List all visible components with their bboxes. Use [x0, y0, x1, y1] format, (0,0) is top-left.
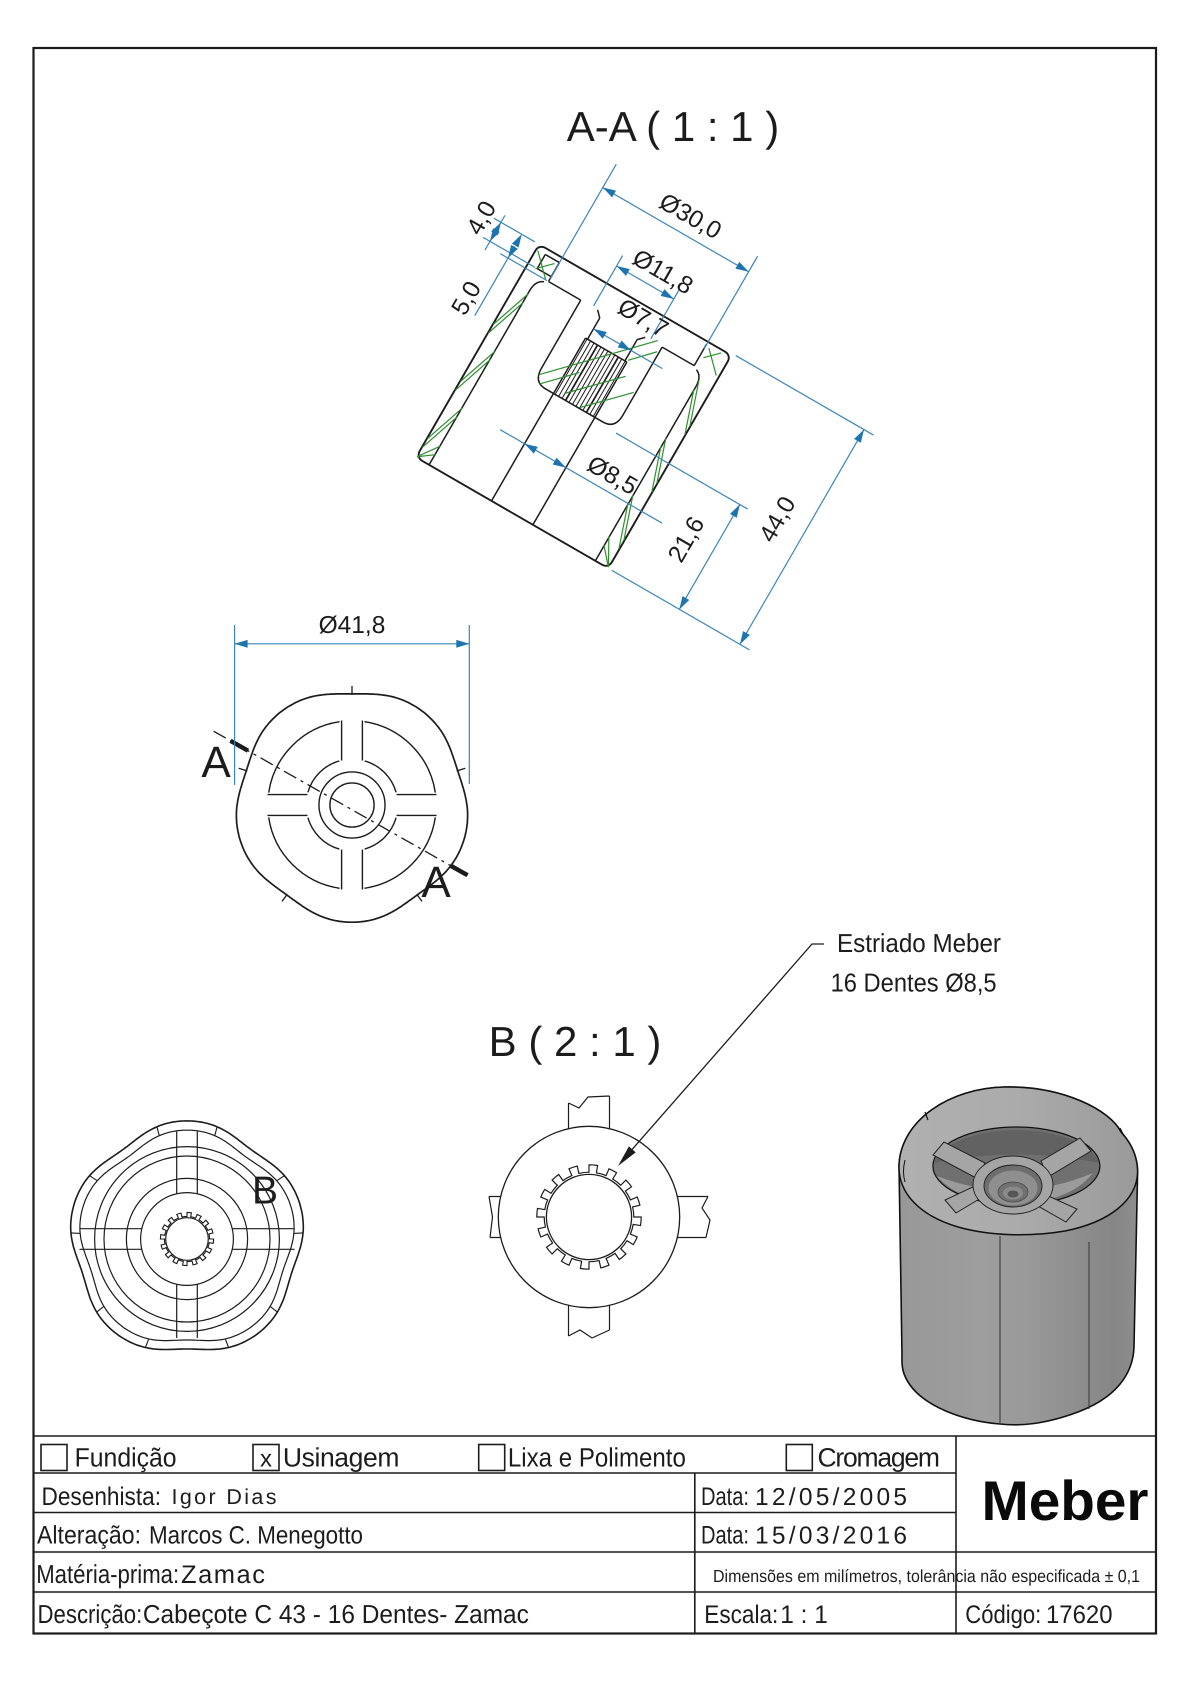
svg-text:Lixa e Polimento: Lixa e Polimento: [508, 1443, 686, 1473]
svg-text:Estriado Meber: Estriado Meber: [837, 928, 1001, 958]
svg-text:Descrição:: Descrição:: [38, 1599, 143, 1629]
svg-text:Desenhista:: Desenhista:: [42, 1483, 162, 1511]
svg-text:Igor Dias: Igor Dias: [172, 1485, 277, 1509]
svg-text:Fundição: Fundição: [75, 1443, 177, 1473]
svg-text:17620: 17620: [1046, 1601, 1113, 1629]
svg-text:Matéria-prima:: Matéria-prima:: [36, 1559, 179, 1589]
svg-text:Código:: Código:: [965, 1601, 1041, 1629]
svg-text:Zamac: Zamac: [181, 1561, 265, 1589]
svg-text:Escala:: Escala:: [704, 1601, 778, 1629]
svg-text:Ø41,8: Ø41,8: [319, 612, 386, 639]
svg-text:A: A: [421, 858, 451, 907]
svg-text:Marcos C. Menegotto: Marcos C. Menegotto: [149, 1522, 363, 1550]
svg-text:A: A: [201, 738, 231, 787]
svg-text:Data:: Data:: [701, 1483, 749, 1511]
svg-text:16 Dentes Ø8,5: 16 Dentes Ø8,5: [831, 968, 997, 998]
svg-text:Usinagem: Usinagem: [283, 1443, 400, 1473]
svg-text:Cromagem: Cromagem: [818, 1443, 941, 1473]
svg-text:A-A ( 1 : 1 ): A-A ( 1 : 1 ): [567, 103, 779, 150]
svg-text:Data:: Data:: [701, 1522, 749, 1550]
svg-text:B ( 2 : 1 ): B ( 2 : 1 ): [489, 1018, 662, 1065]
svg-text:Cabeçote C 43 - 16 Dentes- Zam: Cabeçote C 43 - 16 Dentes- Zamac: [143, 1599, 529, 1629]
svg-text:x: x: [260, 1446, 272, 1473]
svg-text:Dimensões em milímetros, toler: Dimensões em milímetros, tolerância não …: [713, 1566, 1140, 1586]
svg-text:1 : 1: 1 : 1: [780, 1601, 828, 1629]
svg-text:Alteração:: Alteração:: [37, 1522, 141, 1550]
svg-text:B: B: [252, 1170, 278, 1213]
svg-text:Meber: Meber: [982, 1469, 1149, 1532]
